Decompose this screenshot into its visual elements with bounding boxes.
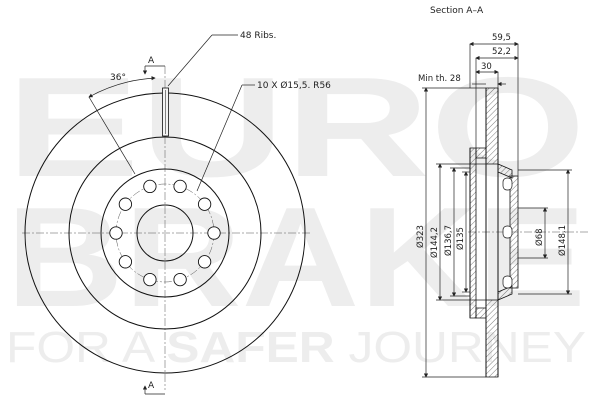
bolt-hole bbox=[197, 255, 212, 269]
dia-148-1: Ø148,1 bbox=[557, 225, 568, 256]
bolt-hole bbox=[143, 179, 157, 194]
ribs-label: 48 Ribs. bbox=[240, 31, 276, 41]
section-mark-bottom: A bbox=[148, 381, 155, 391]
angle-arc bbox=[88, 76, 156, 98]
bolt-hole bbox=[143, 272, 157, 287]
section-title: Section A–A bbox=[430, 6, 484, 16]
section-view: Section A–A 59,5 52,2 30 bbox=[415, 6, 590, 378]
bolt-hole bbox=[173, 179, 187, 194]
dia-323: Ø323 bbox=[415, 225, 426, 248]
section-profile bbox=[469, 87, 519, 378]
watermark: EURO BRAKE FOR A SAFER JOURNEY bbox=[6, 48, 586, 372]
bolt-hole bbox=[109, 226, 123, 240]
holes-label: 10 X Ø15,5. R56 bbox=[257, 80, 331, 91]
dim-30: 30 bbox=[481, 62, 492, 72]
bolt-hole bbox=[207, 226, 221, 240]
dia-136-7: Ø136,7 bbox=[443, 225, 454, 256]
front-view: 36° A A 48 Ribs. 10 X Ø15,5. R56 bbox=[22, 31, 331, 395]
angle-label: 36° bbox=[110, 73, 126, 83]
bolt-hole bbox=[118, 255, 133, 269]
friction-ring-inner bbox=[68, 136, 262, 330]
center-bore bbox=[136, 204, 194, 262]
dia-68: Ø68 bbox=[534, 228, 545, 246]
bolt-hole bbox=[197, 197, 212, 211]
dim-59-5: 59,5 bbox=[492, 33, 511, 43]
dim-52-2: 52,2 bbox=[492, 47, 511, 57]
bolt-holes bbox=[109, 179, 221, 287]
hat-outer bbox=[100, 168, 230, 298]
bolt-hole bbox=[173, 272, 187, 287]
dia-135: Ø135 bbox=[455, 227, 466, 250]
section-bolt-holes bbox=[502, 177, 513, 289]
bolt-hole bbox=[118, 197, 133, 211]
watermark-tagline: FOR A SAFER JOURNEY bbox=[6, 323, 586, 372]
watermark-line2: BRAKE bbox=[6, 178, 586, 337]
min-thickness-label: Min th. 28 bbox=[418, 74, 461, 84]
section-mark-top: A bbox=[148, 56, 155, 66]
dia-144-2: Ø144,2 bbox=[429, 227, 440, 258]
